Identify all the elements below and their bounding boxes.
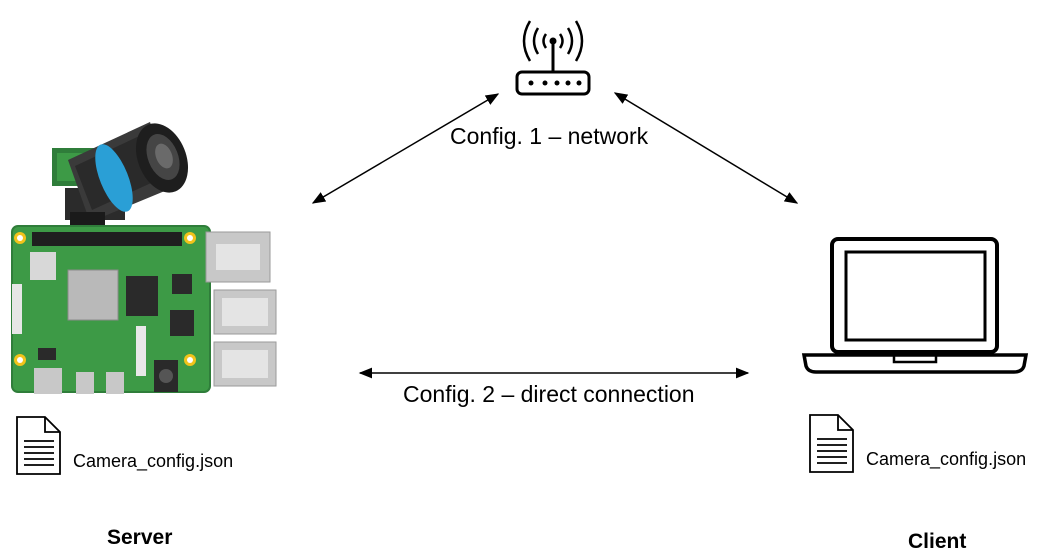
camera-module-icon [52, 122, 189, 230]
server-document-icon [16, 416, 61, 475]
client-document-icon [809, 414, 854, 473]
raspberry-pi-board-icon [11, 225, 277, 394]
network-arrow-server [311, 93, 500, 204]
server-file-name: Camera_config.json [73, 451, 234, 471]
laptop-icon [801, 237, 1029, 374]
network-arrow-client [613, 92, 799, 204]
server-role-label: Server [107, 526, 173, 549]
network-config-label: Config. 1 – network [450, 123, 649, 149]
client-file-name: Camera_config.json [866, 449, 1027, 469]
client-role-label: Client [908, 530, 967, 553]
router-icon [515, 20, 591, 96]
direct-config-label: Config. 2 – direct connection [403, 381, 695, 407]
